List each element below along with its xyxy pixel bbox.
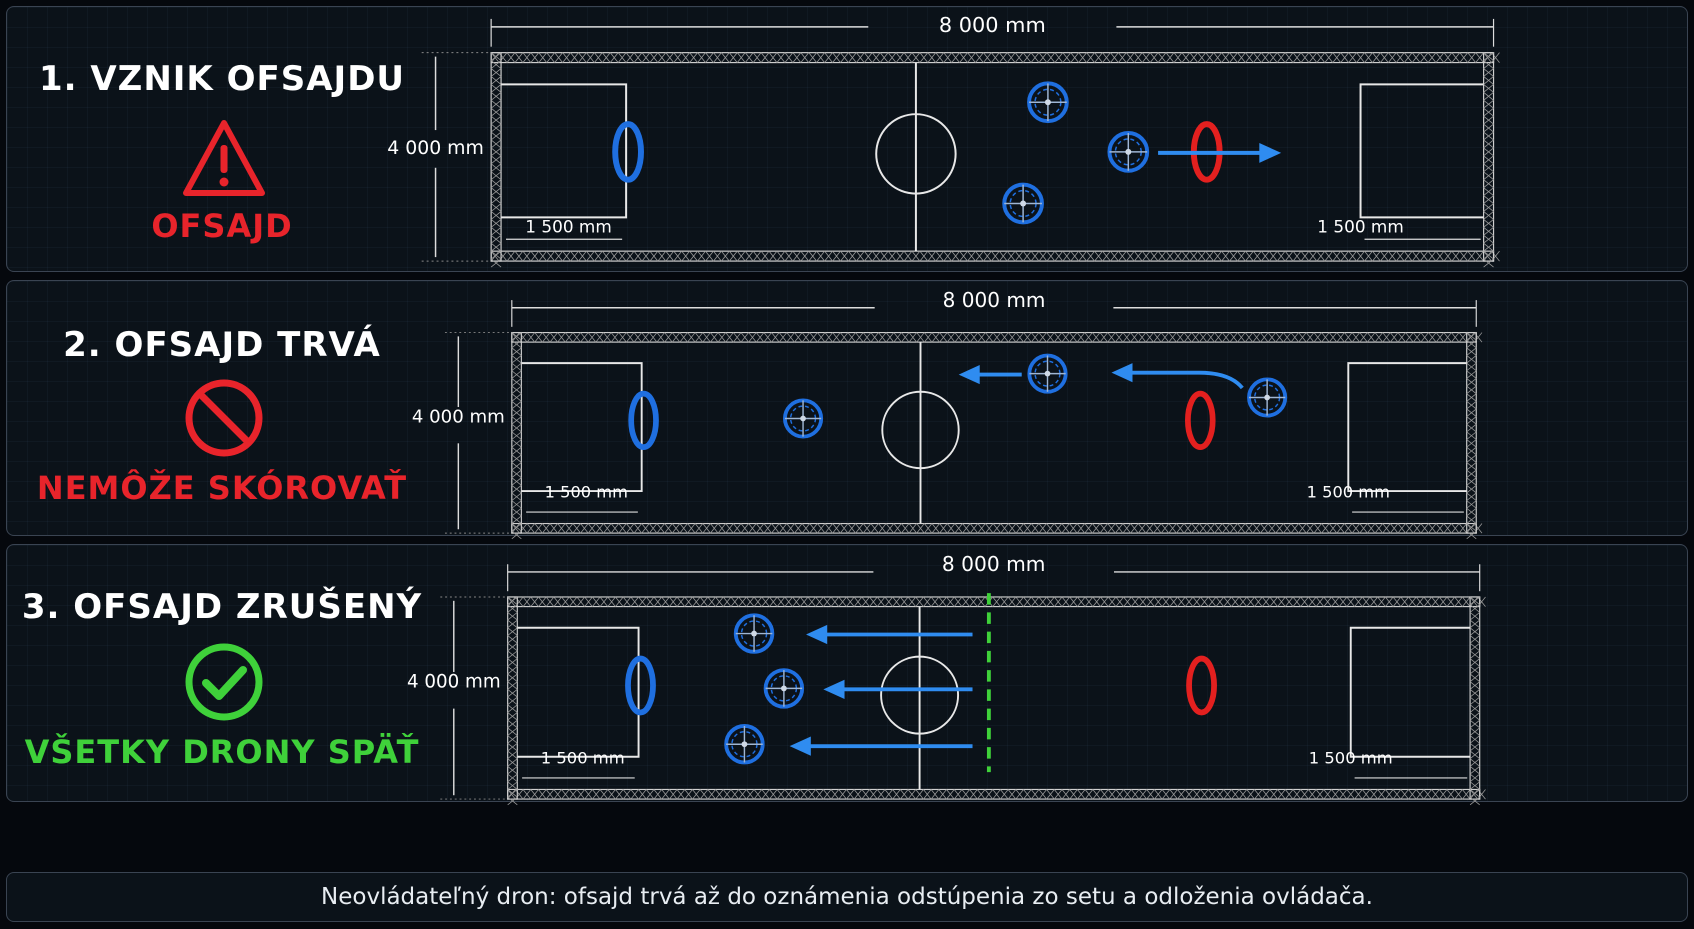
step-info: 1. VZNIK OFSAJDU OFSAJD bbox=[7, 7, 437, 271]
height-dimension-label: 4 000 mm bbox=[407, 671, 501, 692]
step-panel-2: 2. OFSAJD TRVÁ NEMÔŽE SKÓROVAŤ 8 000 mm … bbox=[6, 280, 1688, 540]
drone-icon bbox=[763, 668, 805, 709]
blue-goal-ring bbox=[612, 121, 644, 183]
arrow-left-icon bbox=[806, 624, 973, 645]
field-structure bbox=[440, 564, 1486, 806]
drone-icon bbox=[783, 398, 824, 439]
blue-goal-ring bbox=[625, 655, 656, 716]
right-zone-label: 1 500 mm bbox=[1307, 483, 1390, 502]
height-dimension-label: 4 000 mm bbox=[387, 138, 484, 159]
drone-icon bbox=[1107, 131, 1150, 173]
drone-icon bbox=[1002, 182, 1044, 225]
dimension-lines bbox=[440, 564, 1481, 800]
step-info: 2. OFSAJD TRVÁ NEMÔŽE SKÓROVAŤ bbox=[7, 281, 437, 535]
check-circle-icon bbox=[185, 643, 263, 721]
status-label: OFSAJD bbox=[151, 207, 293, 245]
prohibited-icon bbox=[185, 379, 263, 457]
arrow-left-icon bbox=[789, 736, 973, 756]
arrow-left-icon bbox=[958, 365, 1022, 385]
field-markings bbox=[501, 62, 1484, 252]
arrow-left-curved-icon bbox=[1111, 363, 1244, 390]
width-dimension-label: 8 000 mm bbox=[943, 288, 1046, 312]
left-zone-label: 1 500 mm bbox=[541, 748, 625, 767]
truss-frame bbox=[511, 331, 1483, 540]
blue-goal-ring bbox=[628, 390, 659, 451]
field-diagram: 8 000 mm 4 000 mm 1 500 mm 1 500 mm bbox=[387, 13, 1500, 268]
drone-icon bbox=[724, 724, 765, 765]
red-goal-ring bbox=[1185, 390, 1216, 451]
status-label: VŠETKY DRONY SPÄŤ bbox=[24, 733, 420, 771]
drone-icon bbox=[733, 613, 775, 654]
arrow-right-icon bbox=[1158, 142, 1282, 163]
step-panel-3: 3. OFSAJD ZRUŠENÝ VŠETKY DRONY SPÄŤ 8 00… bbox=[6, 544, 1688, 806]
drone-icon bbox=[1027, 353, 1068, 394]
truss-frame bbox=[507, 596, 1486, 806]
right-zone-label: 1 500 mm bbox=[1317, 216, 1403, 236]
dimension-lines bbox=[421, 18, 1495, 262]
step-info: 3. OFSAJD ZRUŠENÝ VŠETKY DRONY SPÄŤ bbox=[7, 545, 437, 801]
drone-icon bbox=[1027, 81, 1069, 124]
step-title: 2. OFSAJD TRVÁ bbox=[63, 325, 381, 365]
status-label: NEMÔŽE SKÓROVAŤ bbox=[36, 469, 408, 507]
field-markings bbox=[521, 342, 1467, 524]
width-dimension-label: 8 000 mm bbox=[942, 552, 1046, 576]
height-dimension-label: 4 000 mm bbox=[412, 406, 505, 427]
arrow-left-icon bbox=[823, 679, 973, 699]
right-zone-label: 1 500 mm bbox=[1309, 748, 1393, 767]
step-panel-1: 1. VZNIK OFSAJDU OFSAJD 8 000 mm 4 000 m… bbox=[6, 6, 1688, 272]
step-title: 1. VZNIK OFSAJDU bbox=[38, 59, 406, 99]
footer-note: Neovládateľný dron: ofsajd trvá až do oz… bbox=[6, 872, 1688, 922]
field-diagram: 8 000 mm 4 000 mm 1 500 mm 1 500 mm bbox=[407, 552, 1486, 806]
warning-triangle-icon bbox=[183, 120, 265, 196]
step-title: 3. OFSAJD ZRUŠENÝ bbox=[21, 587, 423, 627]
field-structure bbox=[421, 18, 1500, 268]
field-structure bbox=[444, 300, 1483, 540]
left-zone-label: 1 500 mm bbox=[545, 483, 628, 502]
width-dimension-label: 8 000 mm bbox=[939, 13, 1046, 37]
left-zone-label: 1 500 mm bbox=[525, 216, 611, 236]
field-diagram: 8 000 mm 4 000 mm 1 500 mm 1 500 mm bbox=[412, 288, 1483, 540]
dimension-lines bbox=[444, 300, 1477, 534]
red-goal-ring bbox=[1186, 655, 1217, 716]
drone-icon bbox=[1247, 377, 1288, 418]
truss-frame bbox=[490, 52, 1500, 268]
field-markings bbox=[517, 606, 1471, 790]
